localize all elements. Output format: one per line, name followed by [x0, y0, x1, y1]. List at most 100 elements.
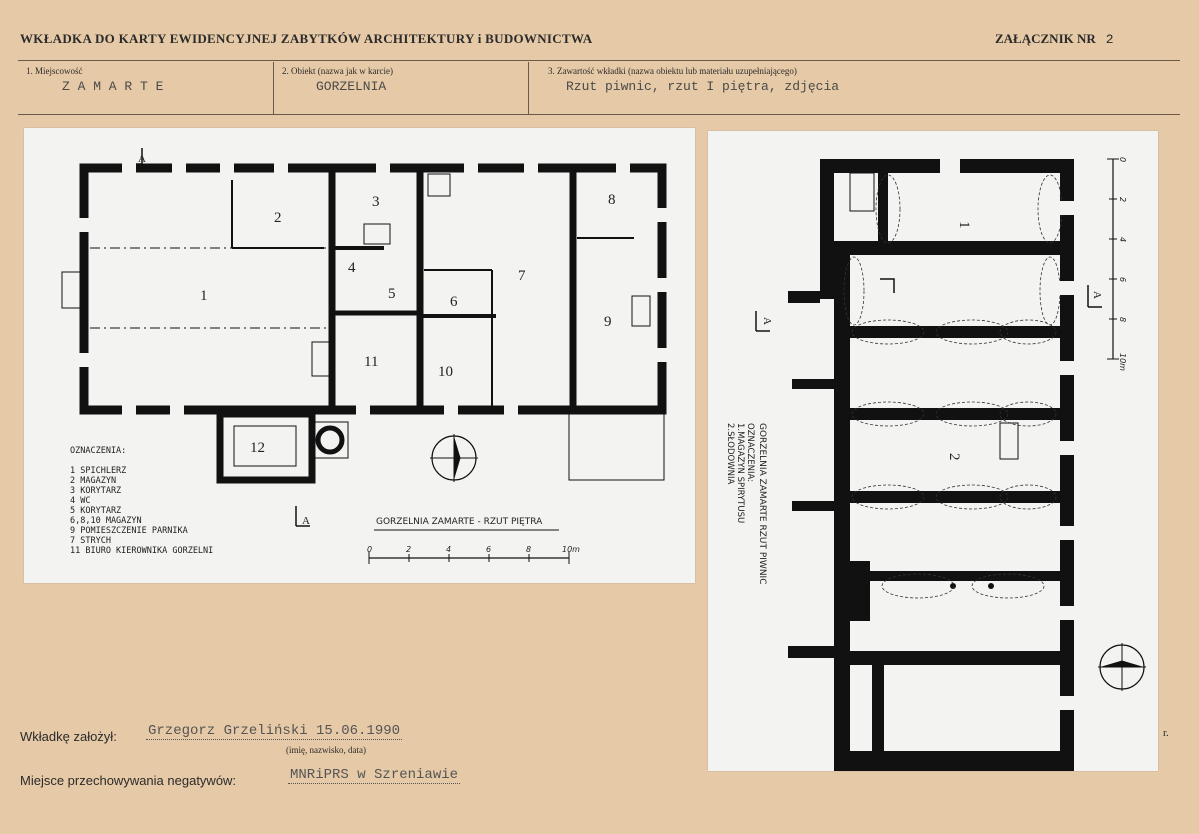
scale-label: 8 — [526, 545, 531, 554]
window — [524, 163, 538, 173]
wall — [788, 291, 820, 303]
window — [657, 348, 667, 362]
annex-wall — [216, 410, 316, 484]
scale-label: 8 — [1118, 317, 1127, 322]
outer-wall — [834, 751, 1074, 771]
legend-item: 3 KORYTARZ — [70, 486, 122, 496]
vault — [935, 401, 1009, 427]
form-title: WKŁADKA DO KARTY EWIDENCYJNEJ ZABYTKÓW A… — [20, 31, 593, 46]
window — [79, 353, 89, 367]
window — [122, 405, 136, 415]
outer-wall — [834, 241, 850, 751]
field-separator-1 — [273, 62, 274, 114]
vault — [999, 319, 1057, 345]
object-label: 2. Obiekt (nazwa jak w karcie) — [282, 66, 393, 76]
storage-value: MNRiPRS w Szreniawie — [288, 767, 461, 784]
pillar — [950, 494, 956, 500]
staircase — [427, 173, 451, 197]
floor-plan-sheet: 2 1 3 4 5 6 7 8 9 10 11 12 A A 0 2 4 6 8… — [24, 128, 695, 583]
vault — [851, 401, 925, 427]
floor-plan-title: GORZELNIA ZAMARTE - RZUT PIĘTRA — [376, 517, 543, 527]
pillar — [950, 328, 956, 334]
scale-label: 10m — [1118, 353, 1127, 371]
pillar — [909, 494, 915, 500]
pillar-block — [840, 561, 870, 621]
vault — [935, 319, 1009, 345]
content-value: Rzut piwnic, rzut I piętra, zdjęcia — [566, 79, 840, 94]
place-value: Z A M A R T E — [62, 79, 164, 94]
staircase — [999, 422, 1019, 460]
wall — [850, 651, 1060, 665]
annex-number: 2 — [1105, 32, 1114, 47]
section-marker: A — [138, 153, 146, 165]
wall — [792, 501, 834, 511]
window — [79, 218, 89, 232]
window — [1056, 201, 1078, 215]
window — [376, 163, 390, 173]
window — [504, 405, 518, 415]
wall — [872, 665, 884, 751]
basement-legend-item: 1.MAGAZYN SPIRYTUSU — [735, 423, 745, 523]
author-hint: (imię, nazwisko, data) — [286, 745, 366, 755]
window — [1056, 526, 1078, 540]
pillar — [988, 583, 994, 589]
room-number-12: 12 — [250, 440, 265, 456]
staircase — [311, 341, 331, 377]
vault — [999, 484, 1057, 510]
legend-item: 1 SPICHLERZ — [70, 466, 127, 476]
header-divider — [18, 60, 1180, 61]
compass-needle — [453, 437, 461, 479]
window — [1056, 696, 1078, 710]
side-porch — [61, 271, 85, 309]
vault — [843, 256, 865, 326]
window — [1056, 361, 1078, 375]
window — [356, 405, 370, 415]
basement-legend-item: 2.SŁODOWNIA — [725, 423, 735, 484]
window — [464, 163, 478, 173]
window — [1056, 441, 1078, 455]
wall — [878, 173, 888, 241]
annex-stair — [233, 425, 297, 467]
floor-plan-drawing: 2 1 3 4 5 6 7 8 9 10 11 12 A A 0 2 4 6 8… — [61, 148, 667, 564]
content-label: 3. Zawartość wkładki (nazwa obiektu lub … — [548, 66, 797, 76]
window — [657, 208, 667, 222]
room-number-1: 1 — [200, 288, 208, 304]
annex-label-text: ZAŁĄCZNIK NR — [995, 31, 1096, 46]
scale-label: 4 — [446, 545, 451, 554]
basement-legend-title: OZNACZENIA: — [745, 423, 755, 482]
chimney — [315, 425, 345, 455]
window — [122, 163, 136, 173]
vault — [999, 401, 1057, 427]
room-number-1: 1 — [956, 221, 972, 229]
legend-item: 5 KORYTARZ — [70, 506, 122, 516]
pillar — [988, 410, 994, 416]
window — [940, 155, 960, 175]
vault — [971, 573, 1045, 599]
vault — [851, 484, 925, 510]
scale-label: 2 — [1118, 197, 1127, 202]
basement-plan-drawing: 1 2 A A 0 2 4 6 8 10m GORZELNIA ZAMARTE … — [725, 155, 1146, 771]
window — [657, 278, 667, 292]
fields-divider — [18, 114, 1180, 115]
room-number-2: 2 — [946, 453, 962, 461]
place-label: 1. Miejscowość — [26, 66, 83, 76]
vault — [875, 174, 901, 244]
legend-item: 9 POMIESZCZENIE PARNIKA — [70, 526, 188, 536]
window — [1056, 281, 1078, 295]
room-number-2: 2 — [274, 210, 282, 226]
room-number-5: 5 — [388, 286, 396, 302]
room-number-6: 6 — [450, 294, 458, 310]
staircase — [363, 223, 391, 245]
scale-label: 4 — [1118, 237, 1127, 242]
floor-plan-legend: OZNACZENIA: 1 SPICHLERZ 2 MAGAZYN 3 KORY… — [70, 446, 213, 556]
room-number-11: 11 — [364, 354, 378, 370]
wall — [834, 241, 1074, 255]
outer-wall — [820, 159, 834, 299]
legend-item: 7 STRYCH — [70, 536, 111, 546]
annex-label: ZAŁĄCZNIK NR 2 — [995, 31, 1114, 47]
room-number-8: 8 — [608, 192, 616, 208]
staircase — [631, 295, 651, 327]
staircase — [849, 172, 875, 212]
window — [616, 163, 630, 173]
window — [170, 405, 184, 415]
